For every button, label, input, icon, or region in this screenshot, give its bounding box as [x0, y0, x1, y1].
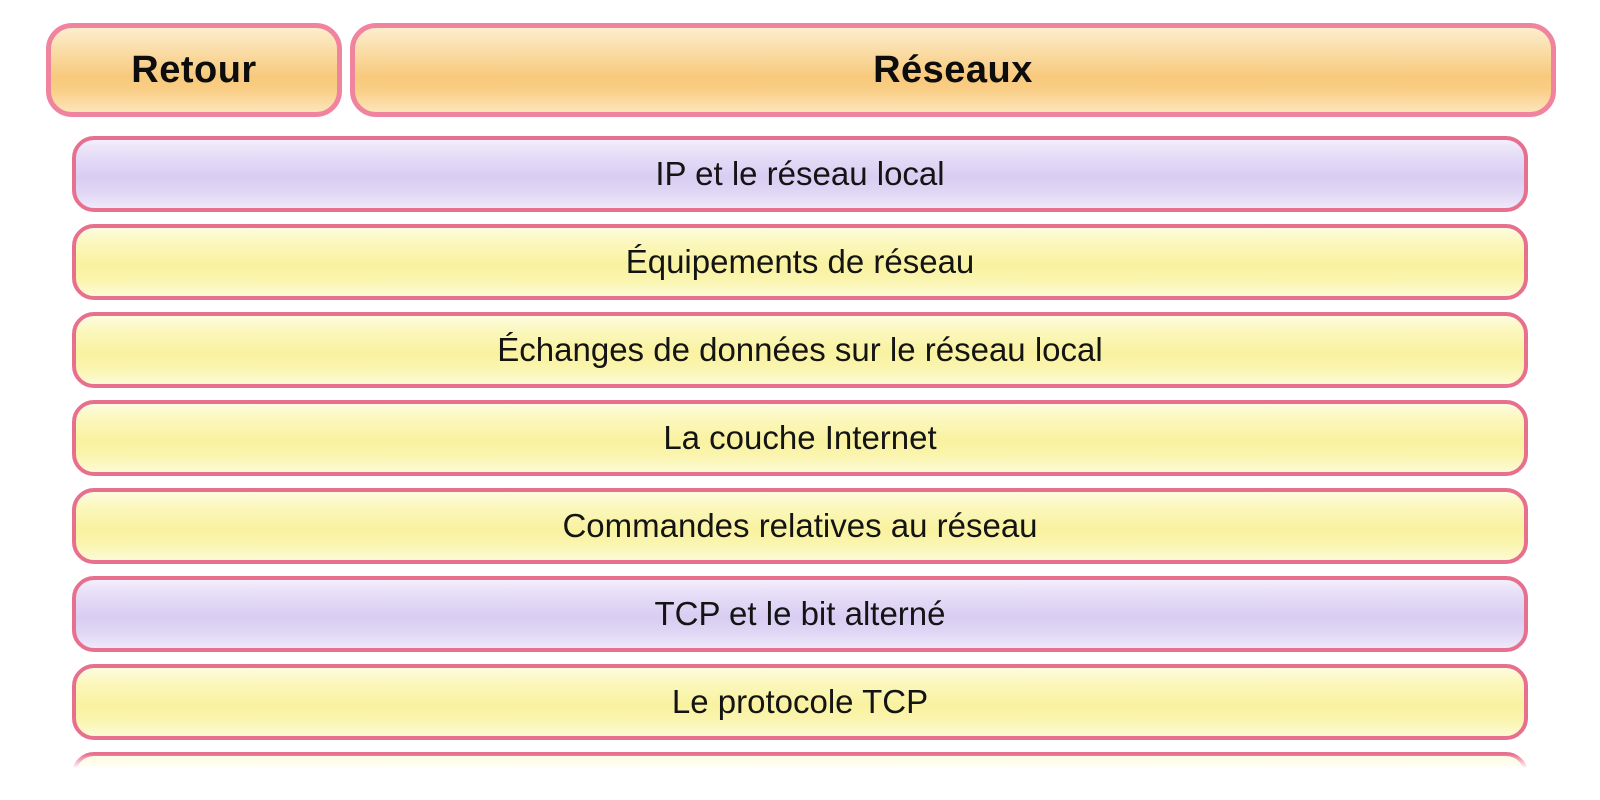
menu-item-label: TCP et le bit alterné — [654, 595, 946, 632]
menu-item-label: IP et le réseau local — [655, 155, 945, 192]
menu-item-tcp-bit-alterne[interactable]: TCP et le bit alterné — [72, 576, 1528, 652]
menu-item-label: Équipements de réseau — [625, 243, 975, 280]
page-title: Réseaux — [350, 23, 1556, 117]
menu-item-label: La couche Internet — [663, 419, 937, 456]
menu-item-echanges-donnees[interactable]: Échanges de données sur le réseau local — [72, 312, 1528, 388]
header-bar: Retour Réseaux — [46, 23, 1556, 117]
menu-item-couche-internet[interactable]: La couche Internet — [72, 400, 1528, 476]
menu-item-protocole-tcp[interactable]: Le protocole TCP — [72, 664, 1528, 740]
menu-item-ip-reseau-local[interactable]: IP et le réseau local — [72, 136, 1528, 212]
menu-item-partial[interactable] — [72, 752, 1528, 772]
menu-item-label: Le protocole TCP — [671, 683, 929, 720]
page-title-label: Réseaux — [873, 48, 1033, 91]
back-button-label: Retour — [131, 48, 257, 91]
back-button[interactable]: Retour — [46, 23, 342, 117]
menu-item-label: Commandes relatives au réseau — [562, 507, 1038, 544]
menu-item-equipements-reseau[interactable]: Équipements de réseau — [72, 224, 1528, 300]
menu-item-commandes-reseau[interactable]: Commandes relatives au réseau — [72, 488, 1528, 564]
chapter-menu-list: IP et le réseau local Équipements de rés… — [72, 136, 1528, 772]
menu-item-label: Échanges de données sur le réseau local — [497, 331, 1103, 368]
